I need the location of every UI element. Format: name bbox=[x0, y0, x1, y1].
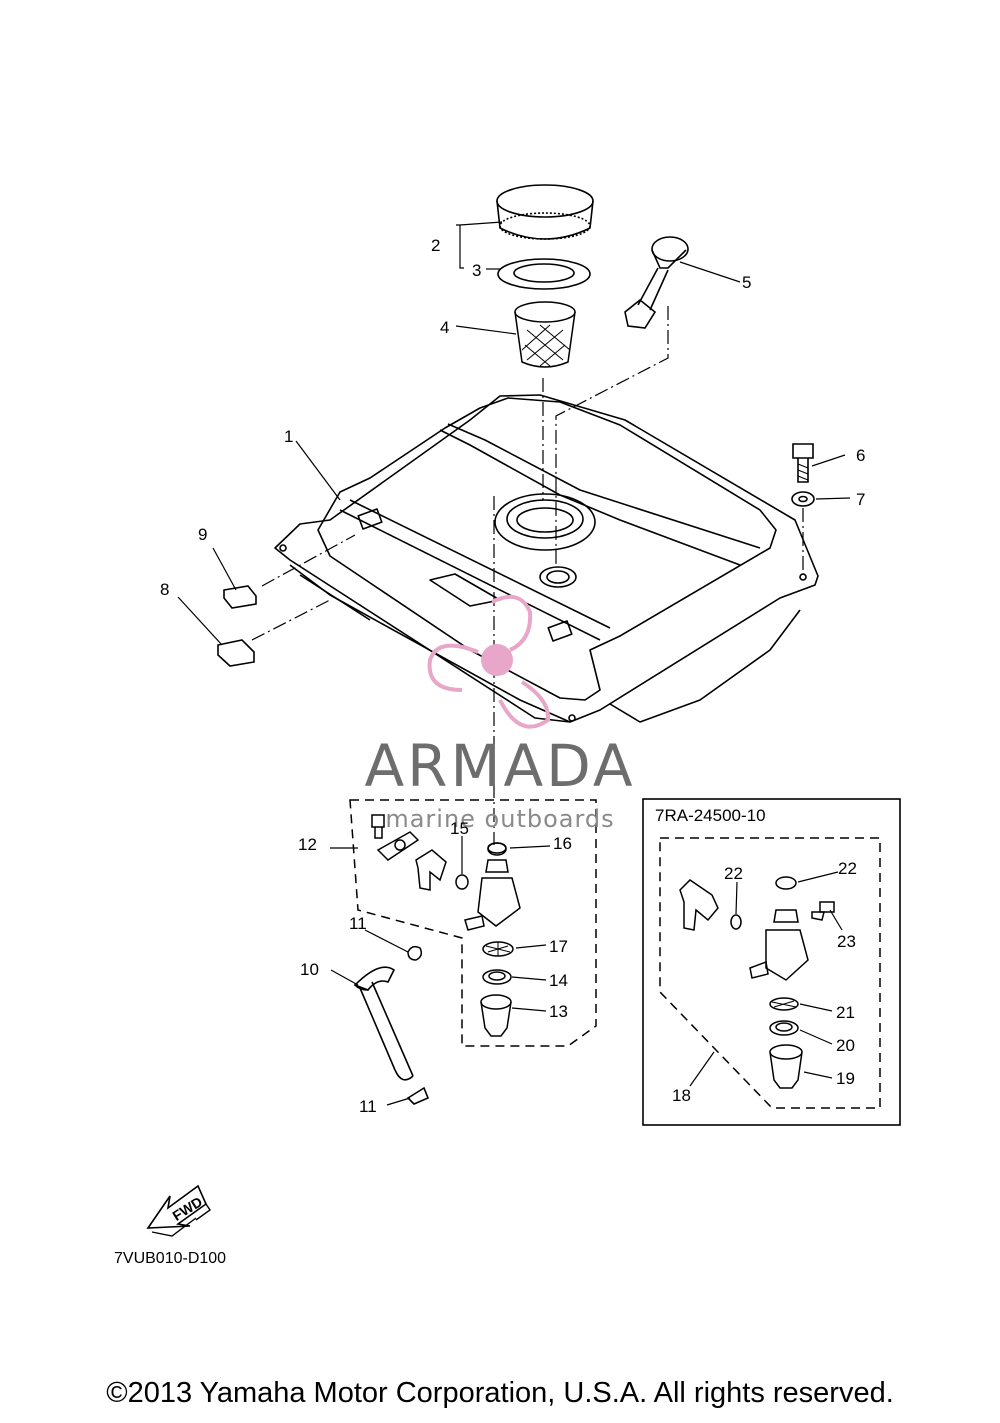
bolt bbox=[792, 443, 814, 483]
callout-18: 18 bbox=[672, 1086, 691, 1105]
callout-7: 7 bbox=[856, 490, 865, 509]
callout-12: 12 bbox=[298, 835, 317, 854]
callout-6: 6 bbox=[856, 446, 865, 465]
callout-8: 8 bbox=[160, 580, 169, 599]
callout-13: 13 bbox=[549, 1002, 568, 1021]
watermark-brand: ARMADA bbox=[364, 732, 635, 800]
fuel-gauge bbox=[624, 236, 689, 329]
inset-part-code: 7RA-24500-10 bbox=[655, 806, 766, 825]
callouts: 1 2 3 4 5 6 7 8 9 10 11 11 12 13 14 15 1… bbox=[160, 236, 865, 1116]
callout-19: 19 bbox=[836, 1069, 855, 1088]
callout-17: 17 bbox=[549, 937, 568, 956]
fuel-cap bbox=[496, 184, 594, 240]
armada-watermark: ARMADA marine outboards bbox=[364, 594, 635, 833]
fuel-tank bbox=[274, 394, 819, 723]
figure-code: 7VUB010-D100 bbox=[114, 1250, 226, 1267]
callout-1: 1 bbox=[284, 427, 293, 446]
leader-lines bbox=[177, 221, 851, 1106]
callout-9: 9 bbox=[198, 525, 207, 544]
callout-11-upper: 11 bbox=[349, 914, 367, 933]
alternate-cock-panel bbox=[642, 798, 901, 1126]
forward-arrow-icon: FWD bbox=[146, 1184, 211, 1237]
pad-8 bbox=[217, 639, 255, 667]
callout-16: 16 bbox=[553, 834, 572, 853]
callout-14: 14 bbox=[549, 971, 568, 990]
callout-22-left: 22 bbox=[724, 864, 743, 883]
fuel-cock-assembly bbox=[371, 814, 521, 1037]
callout-23: 23 bbox=[837, 932, 856, 951]
callout-22-right: 22 bbox=[838, 859, 857, 878]
cock-inset-boundary bbox=[349, 799, 597, 1047]
callout-20: 20 bbox=[836, 1036, 855, 1055]
callout-5: 5 bbox=[742, 273, 751, 292]
watermark-tagline: marine outboards bbox=[385, 805, 614, 833]
propeller-hub-icon bbox=[481, 644, 513, 676]
fuel-hose bbox=[353, 966, 430, 1105]
callout-15: 15 bbox=[450, 819, 469, 838]
callout-11-lower: 11 bbox=[359, 1097, 377, 1116]
copyright-notice: ©2013 Yamaha Motor Corporation, U.S.A. A… bbox=[106, 1377, 894, 1409]
callout-4: 4 bbox=[440, 318, 449, 337]
callout-21: 21 bbox=[836, 1003, 855, 1022]
callout-3: 3 bbox=[472, 261, 481, 280]
washer bbox=[791, 491, 815, 507]
callout-10: 10 bbox=[300, 960, 319, 979]
fwd-label: FWD bbox=[170, 1193, 206, 1223]
propeller-logo-icon bbox=[427, 594, 551, 729]
cap-gasket bbox=[497, 258, 591, 290]
fuel-strainer bbox=[514, 301, 576, 368]
callout-2: 2 bbox=[431, 236, 440, 255]
pad-9 bbox=[223, 585, 257, 609]
